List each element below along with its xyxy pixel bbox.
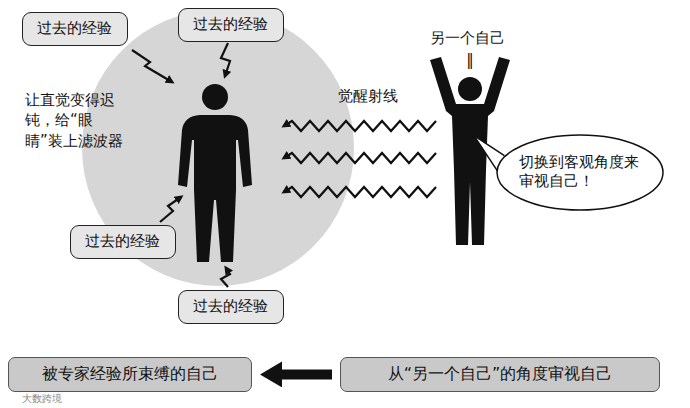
note-text: 让直觉变得迟钝，给“眼睛”装上滤波器 bbox=[25, 90, 129, 151]
awakening-ray bbox=[284, 121, 436, 131]
speech-bubble: 切换到客观角度来审视自己！ bbox=[496, 134, 664, 211]
flow-arrow bbox=[282, 369, 332, 379]
bubble-text: 切换到客观角度来审视自己！ bbox=[519, 153, 641, 192]
lightning-bolt bbox=[160, 197, 181, 222]
other-self-head bbox=[458, 77, 482, 101]
watermark: 大数跨境 bbox=[22, 392, 62, 406]
experience-box: 过去的经验 bbox=[22, 12, 128, 46]
bubble-ellipse bbox=[497, 135, 663, 210]
box-text: 过去的经验 bbox=[37, 19, 113, 39]
equals-mark: ‖ bbox=[460, 50, 480, 70]
ray-label: 觉醒射线 bbox=[338, 86, 398, 106]
awakening-ray bbox=[284, 187, 436, 197]
mind-circle bbox=[82, 10, 354, 286]
box-text: 过去的经验 bbox=[193, 297, 269, 317]
result-box: 被专家经验所束缚的自己 bbox=[8, 357, 252, 392]
box-text: 过去的经验 bbox=[85, 232, 161, 252]
other-self-label: 另一个自己 bbox=[430, 28, 505, 48]
other-self-body bbox=[430, 57, 510, 245]
lightning-bolt bbox=[221, 268, 230, 287]
box-text: 被专家经验所束缚的自己 bbox=[23, 364, 237, 385]
lightning-bolt bbox=[221, 43, 230, 76]
person-head bbox=[202, 84, 228, 110]
experience-box: 过去的经验 bbox=[178, 290, 284, 324]
awakening-ray bbox=[284, 153, 436, 163]
lightning-bolt bbox=[132, 50, 172, 82]
experience-box: 过去的经验 bbox=[178, 8, 284, 42]
method-box: 从“另一个自己”的角度审视自己 bbox=[340, 357, 660, 392]
box-text: 从“另一个自己”的角度审视自己 bbox=[355, 364, 645, 385]
person-body bbox=[178, 115, 252, 262]
box-text: 过去的经验 bbox=[193, 15, 269, 35]
experience-box: 过去的经验 bbox=[70, 225, 176, 259]
